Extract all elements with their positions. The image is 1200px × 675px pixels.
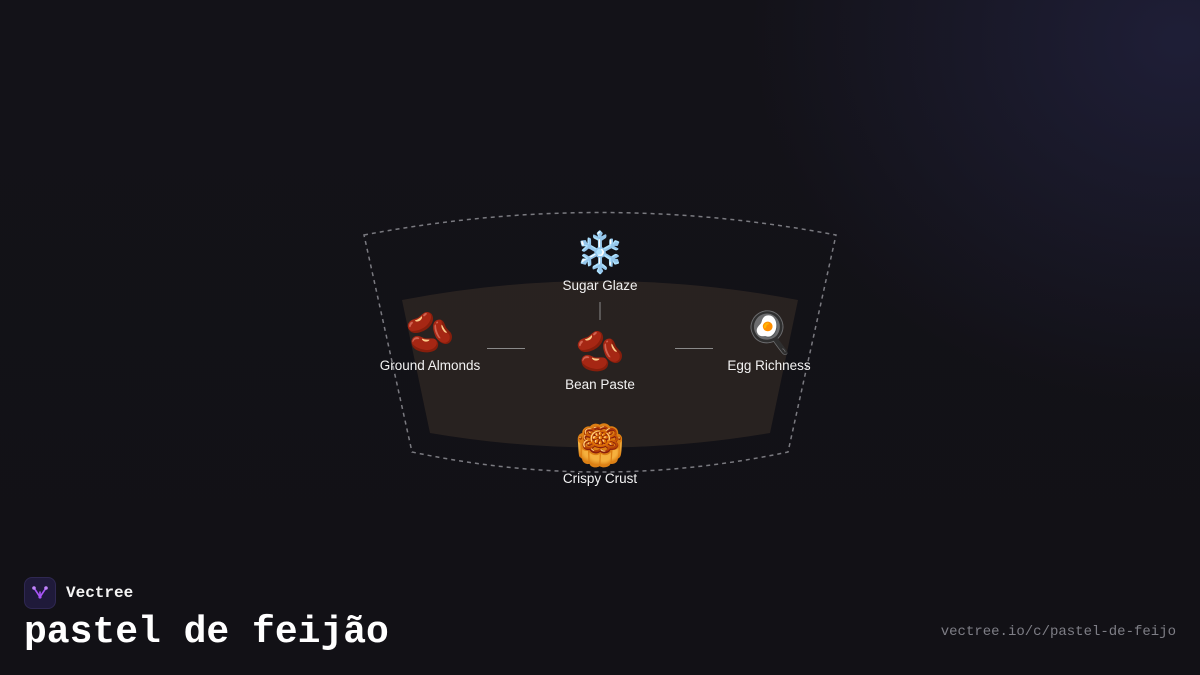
bowl-shape [402,281,798,448]
node-ground-almonds[interactable]: 🫘 Ground Almonds [380,310,481,373]
node-label: Crispy Crust [562,471,638,486]
node-label: Bean Paste [565,377,635,392]
node-label: Egg Richness [727,358,811,373]
beans-icon: 🫘 [575,329,625,375]
snowflake-icon: ❄️ [575,230,625,276]
page-title: pastel de feijão [24,611,389,654]
node-egg-richness[interactable]: 🍳 Egg Richness [727,310,810,373]
vessel-outline [363,211,837,473]
mooncake-icon: 🥮 [575,423,625,469]
brand[interactable]: Vectree [24,577,133,609]
node-crispy-crust[interactable]: 🥮 Crispy Crust [563,423,637,486]
page-url[interactable]: vectree.io/c/pastel-de-feijo [940,624,1176,640]
brand-name: Vectree [66,584,134,602]
node-sugar-glaze[interactable]: ❄️ Sugar Glaze [562,230,637,293]
node-label: Sugar Glaze [562,278,638,293]
vectree-logo-icon [24,577,56,609]
node-label: Ground Almonds [379,358,481,373]
beans-icon: 🫘 [405,310,455,356]
node-bean-paste[interactable]: 🫘 Bean Paste [565,329,635,392]
frying-pan-egg-icon: 🍳 [744,310,794,356]
